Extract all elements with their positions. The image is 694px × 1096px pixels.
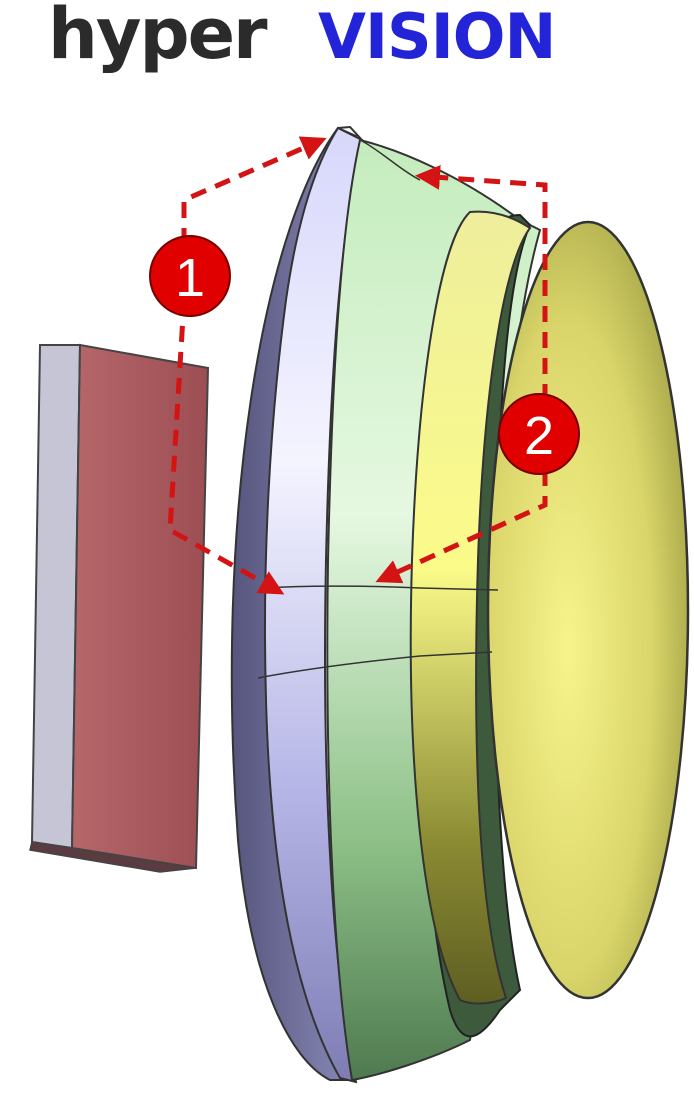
callout-2-label: 2 [524,406,554,466]
callout-1-label: 1 [175,248,205,308]
yellow-lens [409,210,690,1005]
display-block [29,343,210,873]
callout-2-arrows [375,164,548,584]
yellow-lens-rim [409,210,532,1005]
yellow-lens-face [486,220,690,1000]
logo-text-vision: VISION [318,0,555,73]
display-block-face [70,343,210,870]
display-block-bottom [29,841,197,873]
callout-1-arrow-bottom [167,299,285,595]
callout-1-badge: 1 [149,235,231,317]
callout-1-arrows [167,136,327,595]
hypervision-logo: hyper VISION [48,0,556,75]
logo-text-hyper: hyper [48,0,268,75]
callout-2-arrow-bottom [375,470,548,584]
lavender-lens-surface [263,126,364,1084]
callout-2-arrow-top [415,164,548,400]
callout-2-badge: 2 [498,393,580,475]
lavender-lens [230,125,364,1084]
callout-1-arrow-top [181,136,327,270]
